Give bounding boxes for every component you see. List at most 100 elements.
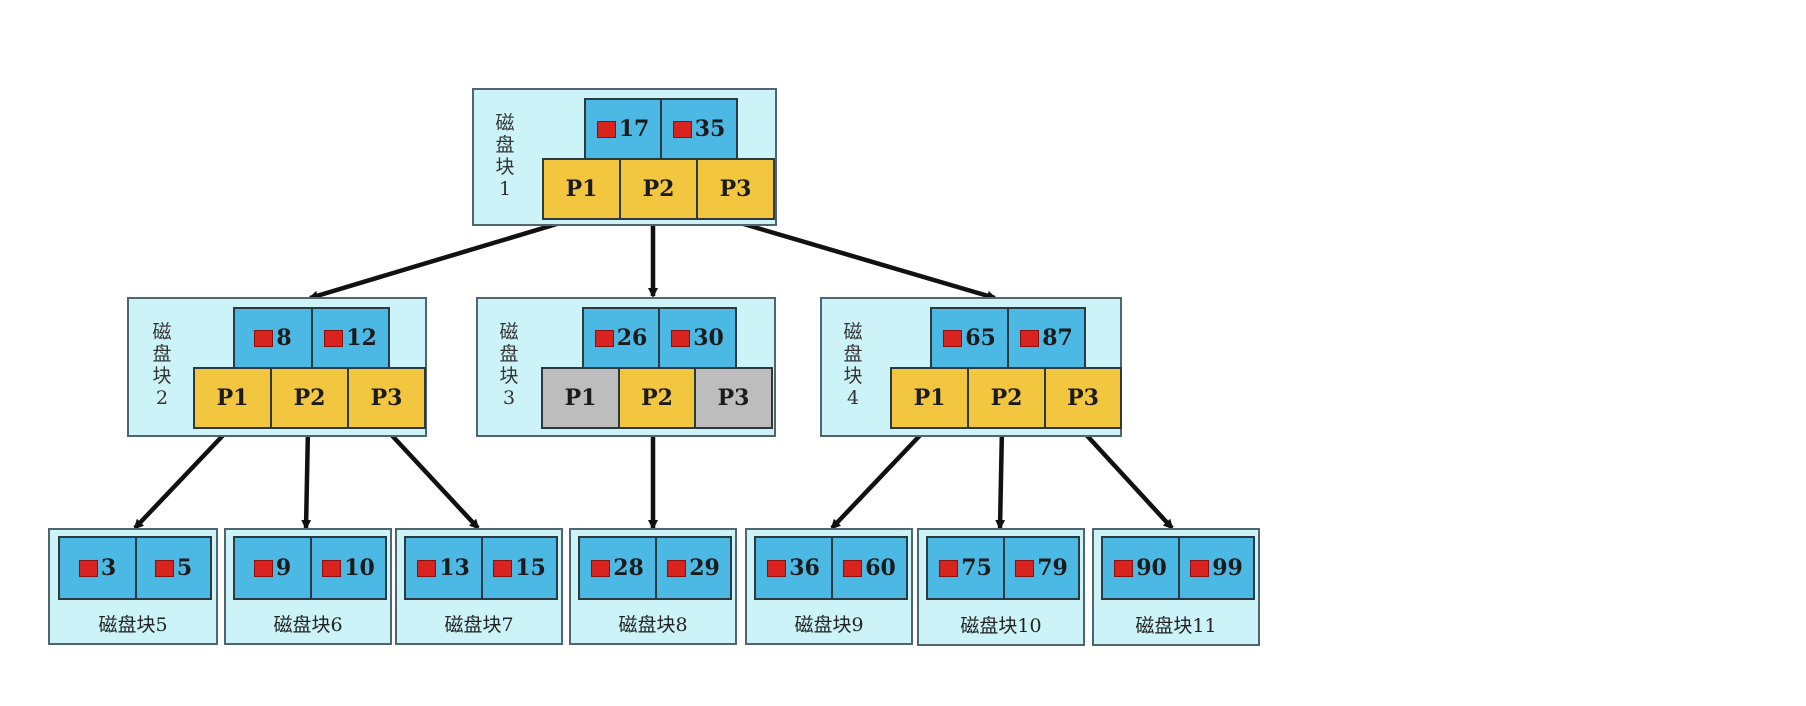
- key-cell: 3: [58, 536, 137, 600]
- data-pointer-marker: [324, 329, 344, 347]
- key-value: 90: [1136, 555, 1167, 581]
- key-value: 99: [1212, 555, 1243, 581]
- data-pointer-marker: [671, 329, 691, 347]
- key-cell: 15: [481, 536, 558, 600]
- disk-block-9: 36 60 磁盘块9: [745, 528, 913, 645]
- data-pointer-marker: [493, 559, 513, 577]
- label-char: 磁: [152, 321, 172, 343]
- key-value: 36: [789, 555, 820, 581]
- arrow-root-p1: [308, 217, 571, 301]
- data-pointer-marker: [322, 559, 342, 577]
- key-value: 3: [100, 555, 117, 581]
- label-char: 盘: [152, 343, 172, 365]
- disk-block-10: 75 79 磁盘块10: [917, 528, 1085, 646]
- disk-block-8: 28 29 磁盘块8: [569, 528, 737, 645]
- disk-block-label: 磁 盘 块 2: [151, 321, 173, 409]
- label-char: 块: [495, 156, 515, 178]
- key-value: 26: [616, 325, 648, 351]
- arrow-b4-p1: [830, 426, 929, 530]
- pointer-cell: P1: [193, 367, 272, 429]
- label-char: 块: [843, 365, 863, 387]
- key-cell: 10: [310, 536, 387, 600]
- data-pointer-marker: [672, 120, 692, 138]
- key-cell: 30: [658, 307, 737, 369]
- disk-block-label: 磁盘块5: [98, 614, 168, 636]
- arrow-b4-p3: [1078, 426, 1174, 530]
- label-char: 块: [152, 365, 172, 387]
- key-cell: 35: [660, 98, 738, 160]
- key-cell: 26: [582, 307, 660, 369]
- disk-block-label: 磁盘块11: [1135, 615, 1217, 637]
- key-cell: 75: [926, 536, 1005, 600]
- data-pointer-marker: [667, 559, 687, 577]
- pointer-cell: P2: [270, 367, 349, 429]
- key-cell: 5: [135, 536, 212, 600]
- pointer-cell-unused: P1: [541, 367, 620, 429]
- data-pointer-marker: [1190, 559, 1210, 577]
- label-char: 2: [155, 387, 169, 409]
- disk-block-label: 磁盘块9: [794, 614, 864, 636]
- key-value: 28: [613, 555, 644, 581]
- pointer-cell: P2: [618, 367, 696, 429]
- disk-block-1: 磁 盘 块 1 17 35 P1 P2 P3: [472, 88, 777, 226]
- key-cell: 36: [754, 536, 833, 600]
- key-cell: 8: [233, 307, 313, 369]
- key-cell: 17: [584, 98, 662, 160]
- arrow-b4-p2: [995, 427, 1006, 530]
- disk-block-2: 磁 盘 块 2 8 12 P1 P2 P3: [127, 297, 427, 437]
- data-pointer-marker: [417, 559, 437, 577]
- data-pointer-marker: [591, 559, 611, 577]
- data-pointer-marker: [939, 559, 959, 577]
- pointer-cell: P1: [890, 367, 969, 429]
- pointer-cell: P1: [542, 158, 621, 220]
- label-char: 块: [499, 365, 519, 387]
- arrow-b2-p2: [301, 427, 312, 530]
- disk-block-label: 磁盘块8: [618, 614, 688, 636]
- data-pointer-marker: [943, 329, 963, 347]
- disk-block-6: 9 10 磁盘块6: [224, 528, 392, 645]
- key-cell: 29: [655, 536, 732, 600]
- key-value: 5: [176, 555, 193, 581]
- key-value: 87: [1042, 325, 1073, 351]
- arrow-b2-p1: [133, 426, 232, 530]
- data-pointer-marker: [594, 329, 614, 347]
- data-pointer-marker: [843, 559, 863, 577]
- key-cell: 28: [578, 536, 657, 600]
- data-pointer-marker: [1015, 559, 1035, 577]
- key-value: 35: [694, 116, 726, 142]
- key-value: 13: [439, 555, 470, 581]
- label-char: 3: [502, 387, 516, 409]
- arrow-b2-p3: [383, 426, 480, 530]
- key-cell: 99: [1178, 536, 1255, 600]
- disk-block-7: 13 15 磁盘块7: [395, 528, 563, 645]
- key-cell: 12: [311, 307, 390, 369]
- data-pointer-marker: [154, 559, 174, 577]
- key-value: 65: [965, 325, 996, 351]
- label-char: 盘: [499, 343, 519, 365]
- pointer-cell: P2: [619, 158, 698, 220]
- pointer-cell: P3: [696, 158, 775, 220]
- label-char: 磁: [499, 321, 519, 343]
- pointer-cell: P3: [1044, 367, 1122, 429]
- label-char: 磁: [843, 321, 863, 343]
- key-value: 29: [689, 555, 720, 581]
- data-pointer-marker: [596, 120, 616, 138]
- pointer-cell: P2: [967, 367, 1046, 429]
- disk-block-4: 磁 盘 块 4 65 87 P1 P2 P3: [820, 297, 1122, 437]
- label-char: 磁: [495, 112, 515, 134]
- key-value: 10: [344, 555, 375, 581]
- key-value: 17: [618, 116, 650, 142]
- key-value: 15: [515, 555, 546, 581]
- label-char: 盘: [843, 343, 863, 365]
- key-value: 12: [346, 325, 377, 351]
- disk-block-label: 磁 盘 块 1: [494, 112, 516, 200]
- key-cell: 60: [831, 536, 908, 600]
- key-cell: 9: [233, 536, 312, 600]
- key-cell: 13: [404, 536, 483, 600]
- key-value: 30: [693, 325, 724, 351]
- key-value: 60: [865, 555, 896, 581]
- disk-block-label: 磁盘块6: [273, 614, 343, 636]
- pointer-cell-unused: P3: [694, 367, 773, 429]
